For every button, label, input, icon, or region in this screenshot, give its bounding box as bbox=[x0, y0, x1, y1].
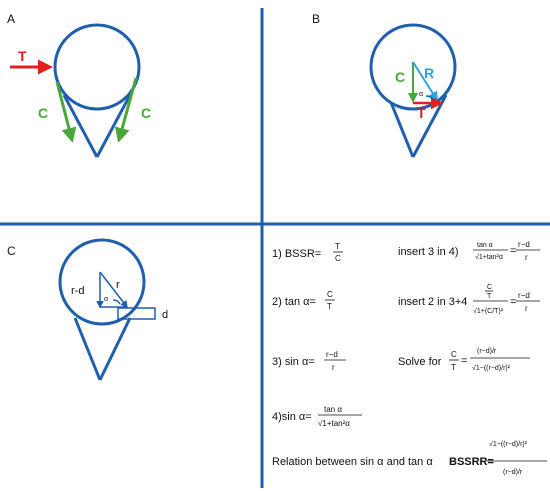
panel-a-c-right-label: C bbox=[141, 105, 151, 121]
panel-c-d-box bbox=[117, 307, 156, 320]
insert2-rhs-denominator: r bbox=[525, 304, 528, 313]
eq4-numerator: tan α bbox=[324, 405, 342, 414]
solve-rhs-numerator: (r−d)/r bbox=[477, 348, 497, 355]
eq3-prefix: 3) sin α= bbox=[272, 356, 315, 368]
solve-lhs-numerator: C bbox=[451, 350, 457, 359]
panel-a-c-left-label: C bbox=[38, 105, 48, 121]
panel-b-label: B bbox=[312, 12, 320, 26]
insert2-equals: = bbox=[510, 296, 516, 308]
bssrr-numerator: √1−((r−d)/r)² bbox=[489, 440, 528, 448]
panel-a-t-label: T bbox=[18, 48, 27, 64]
solve-rhs-denominator: √1−((r−d)/r)² bbox=[472, 364, 511, 372]
panel-b-c-label: C bbox=[395, 69, 405, 85]
eq3-numerator: r−d bbox=[326, 350, 338, 359]
eq2-numerator: C bbox=[327, 290, 333, 299]
insert2-num-bottom: T bbox=[487, 293, 492, 300]
bssrr-denominator: (r−d)/r bbox=[503, 469, 523, 476]
panel-b-r-arrow bbox=[412, 61, 439, 102]
insert2-rhs-numerator: r−d bbox=[518, 291, 530, 300]
solve-equals: = bbox=[461, 355, 467, 367]
bssrr-label: BSSRR= bbox=[449, 456, 494, 468]
insert34-numerator: tan α bbox=[477, 242, 493, 249]
insert34-rhs-denominator: r bbox=[525, 253, 528, 262]
eq4-denominator: √1+tan²α bbox=[318, 419, 350, 428]
panel-c-rminusd-label: r-d bbox=[71, 285, 84, 297]
panel-c-cone bbox=[58, 238, 146, 381]
panel-a-label: A bbox=[7, 12, 15, 26]
panel-c-label: C bbox=[7, 244, 16, 258]
eq3-denominator: r bbox=[332, 363, 335, 372]
solve-prefix: Solve for bbox=[398, 356, 442, 368]
panel-b-r-label: R bbox=[424, 65, 434, 81]
eq4-prefix: 4)sin α= bbox=[272, 411, 312, 423]
eq1-prefix: 1) BSSR= bbox=[272, 248, 321, 260]
insert34-equals: = bbox=[510, 245, 516, 257]
eq2-denominator: T bbox=[327, 302, 332, 311]
insert34-prefix: insert 3 in 4) bbox=[398, 246, 459, 258]
panel-c-angle-arc bbox=[112, 299, 121, 305]
eq1-denominator: C bbox=[335, 254, 341, 263]
insert34-rhs-numerator: r−d bbox=[518, 240, 530, 249]
insert2-denominator: √1+(C/T)² bbox=[473, 307, 504, 315]
panel-b-t-label: T bbox=[417, 105, 426, 121]
solve-lhs-denominator: T bbox=[451, 363, 456, 372]
panel-c-r-label: r bbox=[116, 279, 120, 291]
panel-c-alpha-label: α bbox=[104, 296, 108, 303]
panel-b-alpha-label: α bbox=[419, 91, 423, 98]
insert2-prefix: insert 2 in 3+4 bbox=[398, 296, 467, 308]
eq2-prefix: 2) tan α= bbox=[272, 296, 316, 308]
panel-a-c-left-arrow bbox=[55, 81, 77, 143]
panel-b-angle-arc bbox=[425, 95, 434, 101]
insert2-num-top: C bbox=[487, 284, 492, 291]
eq1-numerator: T bbox=[335, 242, 340, 251]
panel-a-cone bbox=[53, 23, 141, 158]
panel-c-d-label: d bbox=[162, 309, 168, 321]
panel-c-r-line bbox=[99, 271, 128, 309]
panel-a-c-right-arrow bbox=[114, 77, 138, 143]
relation-text: Relation between sin α and tan α bbox=[272, 456, 433, 468]
insert34-denominator: √1+tan²α bbox=[475, 253, 503, 261]
